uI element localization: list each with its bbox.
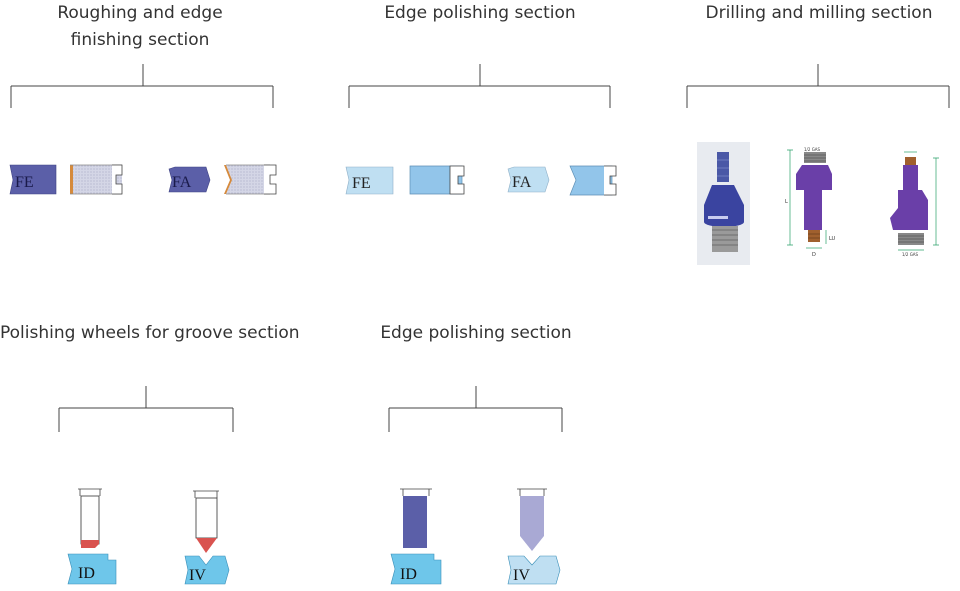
drill-dim-l: L [785,199,788,205]
profile-id-label: ID [78,565,95,582]
profile-fe-dark: FE [9,164,57,195]
mill-dim-thread-b: 1/2 GAS [902,252,919,257]
profile-iv-2-label: IV [513,567,530,584]
brand-logo-icon [708,216,728,219]
section-title-groove: Polishing wheels for groove section [0,323,300,343]
section-title-roughing-line1: Roughing and edge [57,3,223,23]
section-title-edge-polishing-1: Edge polishing section [384,3,576,23]
bracket-roughing [10,64,274,108]
profile-fe-light: FE [345,166,394,195]
drill-dim-lu: LU [829,236,836,242]
drill-bit-photo [697,142,750,265]
profile-fa-dark: FA [168,166,211,193]
profile-fe-label: FE [15,174,34,191]
groove-wheel-id [78,488,102,548]
profile-fa-light: FA [507,166,550,193]
bracket-edge-polishing-2 [388,386,563,432]
wheel-fe-grain [70,164,123,195]
wheel-fa-polish [569,165,617,196]
stone-profile-id: ID [67,553,117,585]
profile-id-2-label: ID [400,566,417,583]
wheel-fe-polish [409,165,465,195]
profile-fa-light-label: FA [512,174,532,191]
drill-dim-d: D [812,252,816,258]
stone-profile-iv: IV [184,555,230,585]
polish-wheel-iv [517,488,547,551]
stone-profile-id-2: ID [390,553,442,585]
polish-wheel-id [400,488,432,548]
section-title-drilling: Drilling and milling section [705,3,933,23]
bracket-drilling [686,64,950,108]
drill-bit-drawing: 1/2 GAS L LU D [785,147,836,258]
profile-iv-label: IV [189,567,206,584]
section-title-edge-polishing-2: Edge polishing section [380,323,572,343]
drill-dim-thread-a: 1/2 GAS [804,147,821,152]
section-title-roughing-line2: finishing section [70,30,210,50]
wheel-fa-grain [224,164,277,195]
bracket-groove [58,386,234,432]
profile-fe-light-label: FE [352,175,371,192]
groove-wheel-iv [193,490,219,553]
section-title-roughing: Roughing and edge finishing section [40,0,240,54]
stone-profile-iv-2: IV [507,555,561,585]
milling-cutter-drawing: 1/2 GAS [890,151,939,257]
bracket-edge-polishing-1 [348,64,611,108]
profile-fa-label: FA [172,174,192,191]
